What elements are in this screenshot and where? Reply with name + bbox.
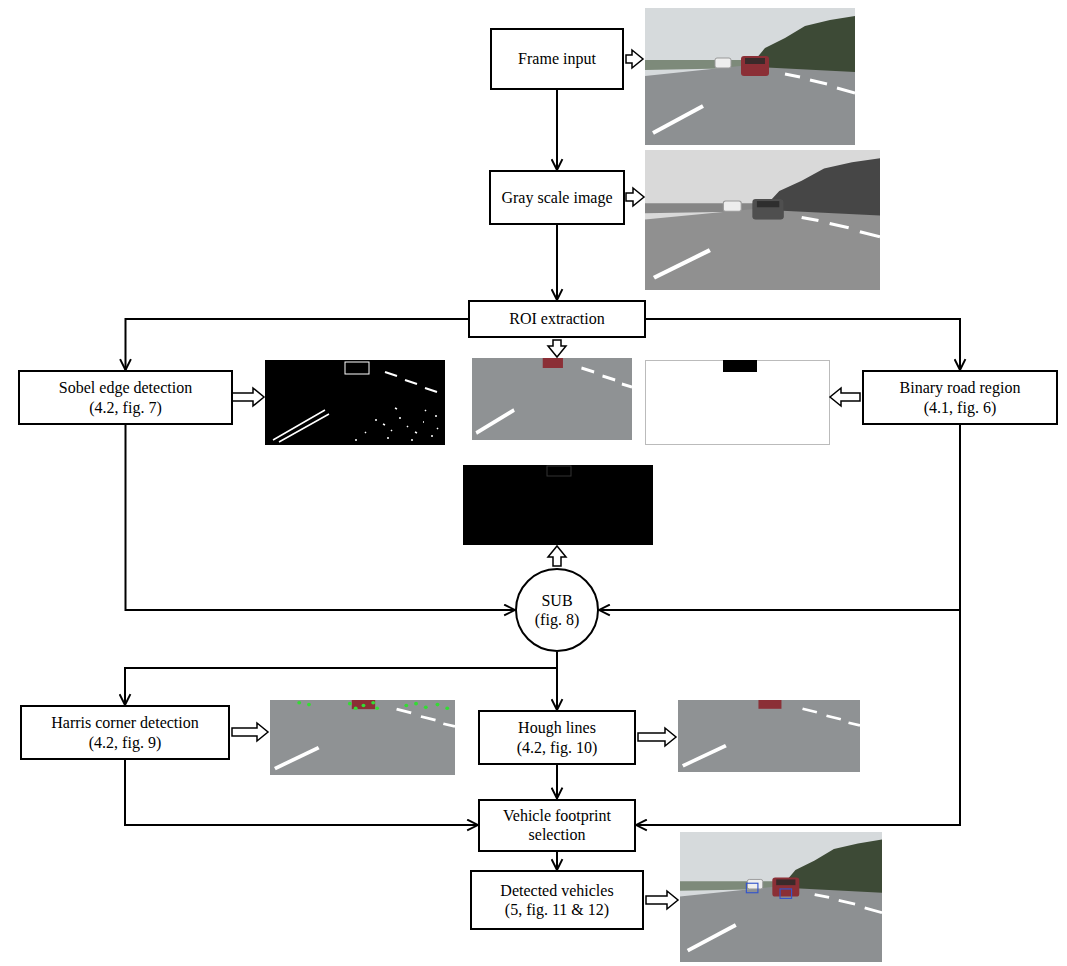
box-label: Frame input [518, 49, 596, 68]
box-label: Vehicle footprint selection [495, 806, 620, 844]
flow-arrow [556, 852, 558, 871]
box-label: Harris corner detection (4.2, fig. 9) [38, 713, 213, 751]
sub-image [463, 465, 653, 545]
hollow-arrow [232, 723, 268, 741]
binary-image [646, 360, 830, 445]
box-label: Detected vehicles (5, fig. 11 & 12) [495, 881, 620, 919]
flow-arrow [126, 425, 516, 610]
flow-arrow [126, 319, 469, 370]
process-box: Sobel edge detection (4.2, fig. 7) [18, 370, 233, 425]
flow-arrow [125, 652, 557, 705]
gray-photo [645, 150, 880, 290]
process-box: Harris corner detection (4.2, fig. 9) [20, 705, 230, 760]
roi-photo [472, 358, 632, 440]
corner-image [270, 700, 455, 775]
box-label: ROI extraction [509, 309, 605, 328]
process-box: ROI extraction [468, 300, 646, 338]
hollow-arrow [626, 188, 644, 206]
process-box: Frame input [490, 28, 624, 90]
detection-photo [680, 832, 882, 962]
hollow-arrow [548, 546, 566, 566]
box-label: Gray scale image [501, 188, 612, 207]
process-box: Gray scale image [489, 170, 625, 225]
process-box: Hough lines (4.2, fig. 10) [478, 710, 636, 765]
road-photo [645, 8, 855, 145]
process-box: Binary road region (4.1, fig. 6) [862, 370, 1058, 425]
process-box: Vehicle footprint selection [478, 799, 636, 852]
flow-arrow [125, 760, 478, 825]
flow-arrow [556, 765, 558, 799]
hollow-arrow [830, 388, 860, 406]
flow-arrow [646, 319, 960, 370]
hollow-arrow [626, 50, 643, 68]
flow-arrow [636, 425, 960, 825]
hollow-arrow [638, 728, 676, 746]
flow-arrow [556, 225, 558, 300]
operation-circle: SUB (fig. 8) [515, 568, 599, 652]
hough-image [678, 700, 860, 772]
hollow-arrow [548, 340, 566, 357]
box-label: Sobel edge detection (4.2, fig. 7) [46, 378, 206, 416]
box-label: SUB (fig. 8) [530, 591, 584, 629]
flow-arrow [599, 425, 960, 610]
hollow-arrow [646, 891, 678, 909]
box-label: Binary road region (4.1, fig. 6) [888, 378, 1033, 416]
flow-arrow [556, 90, 558, 170]
box-label: Hough lines (4.2, fig. 10) [507, 718, 607, 756]
edge-image [265, 360, 445, 445]
flow-arrow [556, 652, 558, 710]
process-box: Detected vehicles (5, fig. 11 & 12) [470, 870, 644, 930]
